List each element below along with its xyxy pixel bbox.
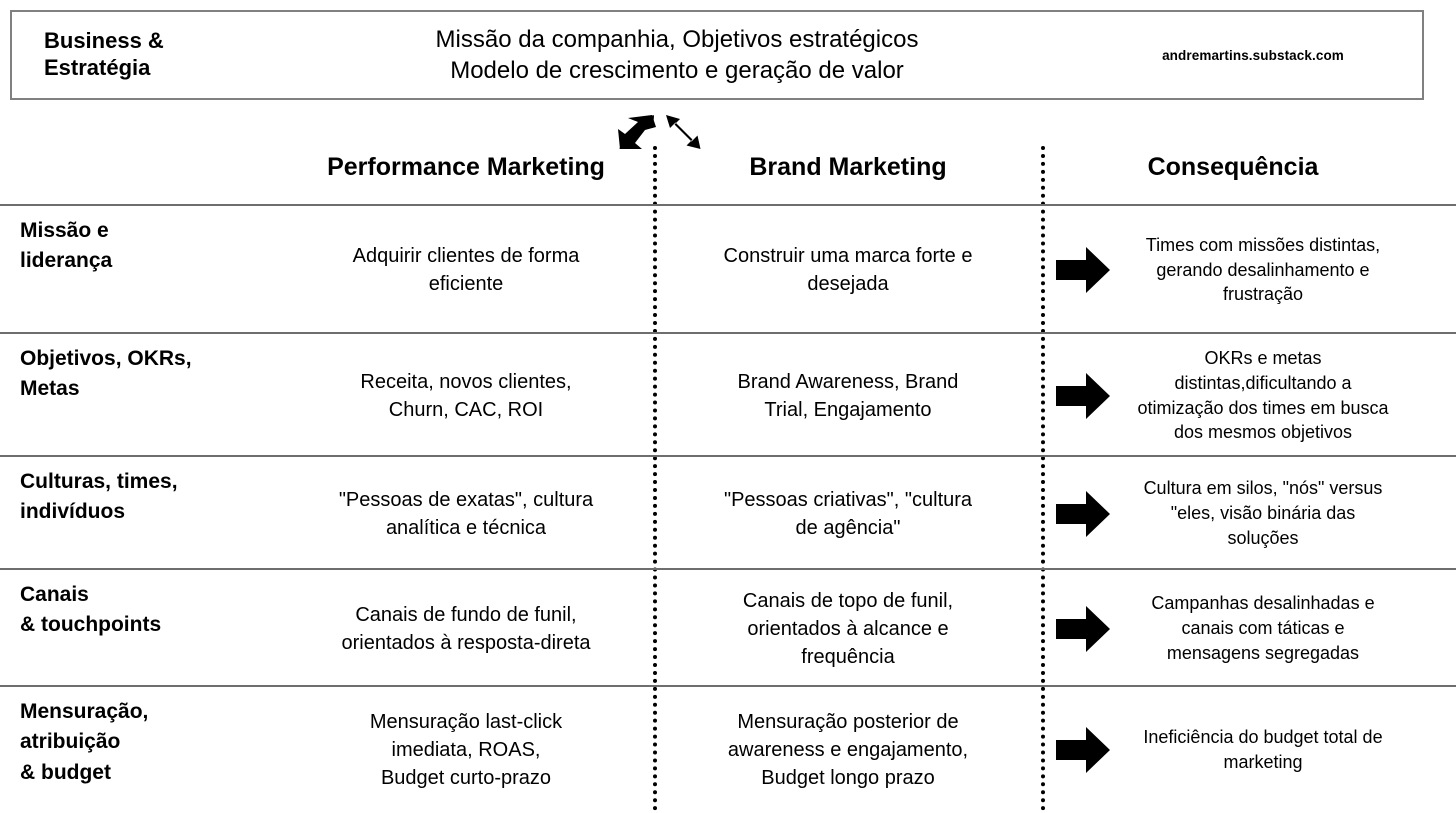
- row-label: Culturas, times, indivíduos: [20, 470, 178, 524]
- cell-performance: Mensuração last-click imediata, ROAS, Bu…: [369, 711, 563, 789]
- cell-brand: Canais de topo de funil, orientados à al…: [742, 589, 954, 668]
- cell-consequence: OKRs e metas distintas,dificultando a ot…: [1042, 334, 1424, 457]
- strategy-statement: Missão da companhia, Objetivos estratégi…: [435, 25, 919, 84]
- consequence-text: Cultura em silos, "nós" versus "eles, vi…: [1143, 478, 1383, 548]
- arrow-right-icon: [1050, 371, 1116, 421]
- cell-brand: Construir uma marca forte e desejada: [723, 245, 973, 295]
- cell-performance: "Pessoas de exatas", cultura analítica e…: [338, 488, 594, 539]
- strategy-header-box: Business & Estratégia Missão da companhi…: [10, 10, 1424, 100]
- arrow-right-icon: [1050, 604, 1116, 654]
- column-header-row: Performance Marketing Brand Marketing Co…: [0, 152, 1456, 196]
- cell-performance: Adquirir clientes de forma eficiente: [352, 245, 580, 295]
- cell-brand: Brand Awareness, Brand Trial, Engajament…: [737, 370, 959, 421]
- column-divider-performance-brand: [653, 146, 657, 811]
- column-header-consequencia: Consequência: [1147, 153, 1319, 181]
- table-row: Canais & touchpoints Canais de fundo de …: [0, 568, 1456, 687]
- strategy-label: Business & Estratégia: [44, 28, 164, 80]
- arrow-right-icon: [1050, 725, 1116, 775]
- arrow-down-left-icon: [618, 115, 656, 149]
- row-label: Objetivos, OKRs, Metas: [20, 347, 192, 401]
- arrow-right-icon: [1050, 245, 1116, 295]
- column-header-brand-marketing: Brand Marketing: [749, 153, 947, 181]
- watermark-source: andremartins.substack.com: [1162, 47, 1344, 63]
- cell-brand: Mensuração posterior de awareness e enga…: [727, 711, 969, 789]
- consequence-text: Ineficiência do budget total de marketin…: [1143, 727, 1383, 772]
- column-header-performance-marketing: Performance Marketing: [327, 153, 605, 181]
- cell-brand: "Pessoas criativas", "cultura de agência…: [723, 488, 973, 539]
- row-label: Mensuração, atribuição & budget: [20, 700, 149, 784]
- table-row: Culturas, times, indivíduos "Pessoas de …: [0, 455, 1456, 570]
- consequence-text: OKRs e metas distintas,dificultando a ot…: [1137, 347, 1389, 443]
- cell-consequence: Times com missões distintas, gerando des…: [1042, 206, 1424, 334]
- cell-consequence: Campanhas desalinhadas e canais com táti…: [1042, 570, 1424, 687]
- consequence-text: Times com missões distintas, gerando des…: [1145, 234, 1381, 305]
- arrow-right-icon: [1050, 489, 1116, 539]
- cell-performance: Receita, novos clientes, Churn, CAC, ROI: [360, 370, 572, 421]
- cell-consequence: Cultura em silos, "nós" versus "eles, vi…: [1042, 457, 1424, 570]
- table-row: Objetivos, OKRs, Metas Receita, novos cl…: [0, 332, 1456, 457]
- cell-performance: Canais de fundo de funil, orientados à r…: [341, 603, 591, 654]
- column-divider-brand-consequence: [1041, 146, 1045, 811]
- arrow-down-right-icon: [666, 115, 701, 149]
- table-row: Missão e liderança Adquirir clientes de …: [0, 204, 1456, 334]
- row-label: Canais & touchpoints: [20, 583, 162, 637]
- cell-consequence: Ineficiência do budget total de marketin…: [1042, 687, 1424, 813]
- cascade-arrows: [610, 113, 710, 151]
- table-row: Mensuração, atribuição & budget Mensuraç…: [0, 685, 1456, 813]
- row-label: Missão e liderança: [20, 219, 113, 273]
- consequence-text: Campanhas desalinhadas e canais com táti…: [1151, 593, 1375, 663]
